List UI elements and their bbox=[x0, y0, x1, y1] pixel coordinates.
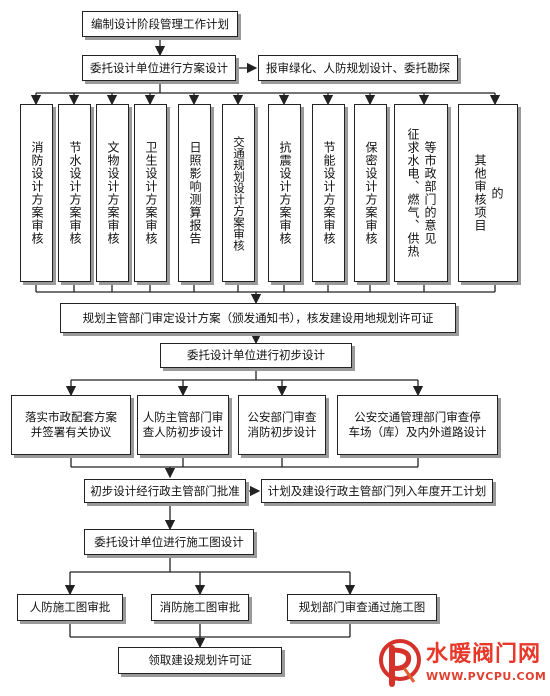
step-planning-approval-label: 规划主管部门审定设计方案（颁发通知书），核发建设用地规划许可证 bbox=[82, 310, 434, 325]
review-water-saving-label: 节水设计方案审核 bbox=[68, 141, 82, 245]
review-municipal-col2: 征求水电、燃气、供热 bbox=[406, 128, 420, 258]
prelim-traffic-police: 公安交通管理部门审查停 车场（库）及内外道路设计 bbox=[337, 395, 498, 455]
review-relics: 文物设计方案审核 bbox=[96, 104, 129, 282]
prelim-civil-defense-line1: 人防主管部门审 bbox=[142, 410, 224, 424]
step-planning-permit-label: 领取建设规划许可证 bbox=[148, 653, 252, 667]
approval-fire-drawing: 消防施工图审批 bbox=[151, 594, 249, 621]
review-water-saving: 节水设计方案审核 bbox=[58, 104, 91, 282]
step-preliminary-design: 委托设计单位进行初步设计 bbox=[160, 343, 352, 368]
review-sunlight-label: 日照影响测算报告 bbox=[188, 141, 202, 245]
step-scheme-side-label: 报审绿化、人防规划设计、委托勘探 bbox=[266, 60, 450, 75]
prelim-traffic-line2: 车场（库）及内外道路设计 bbox=[348, 425, 487, 439]
review-sunlight: 日照影响测算报告 bbox=[178, 104, 211, 282]
step-scheme-design-label: 委托设计单位进行方案设计 bbox=[90, 60, 228, 75]
step-prepare-plan-label: 编制设计阶段管理工作计划 bbox=[91, 16, 229, 31]
review-seismic: 抗震设计方案审核 bbox=[268, 104, 301, 282]
review-confidentiality: 保密设计方案审核 bbox=[354, 104, 387, 282]
review-energy-label: 节能设计方案审核 bbox=[322, 141, 336, 245]
approval-civil-defense-drawing: 人防施工图审批 bbox=[17, 594, 123, 621]
step-construction-drawing: 委托设计单位进行施工图设计 bbox=[84, 529, 254, 555]
review-other-col1: 的 bbox=[490, 186, 504, 200]
review-other: 的 其他审核项目 bbox=[458, 104, 518, 282]
prelim-fire-police-line1: 公安部门审查 bbox=[247, 410, 317, 424]
review-traffic-label: 交通规划设计方案审核 bbox=[232, 135, 246, 251]
step-preliminary-approval: 初步设计经行政主管部门批准 bbox=[84, 479, 246, 503]
step-planning-permit: 领取建设规划许可证 bbox=[118, 647, 282, 674]
review-fire-label: 消防设计方案审核 bbox=[30, 141, 44, 245]
review-sanitation-label: 卫生设计方案审核 bbox=[144, 141, 158, 245]
review-confidentiality-label: 保密设计方案审核 bbox=[364, 141, 378, 245]
watermark-text-block: 水暖阀门网 WWW.PVCPU.COM bbox=[426, 642, 546, 683]
review-municipal-col1: 等市政部门的意见 bbox=[423, 141, 437, 245]
review-sanitation: 卫生设计方案审核 bbox=[134, 104, 167, 282]
review-municipal: 等市政部门的意见 征求水电、燃气、供热 bbox=[394, 104, 448, 282]
step-construction-drawing-label: 委托设计单位进行施工图设计 bbox=[94, 534, 244, 549]
step-scheme-design: 委托设计单位进行方案设计 bbox=[82, 55, 236, 81]
approval-planning-label: 规划部门审查通过施工图 bbox=[298, 600, 426, 614]
step-annual-plan-label: 计划及建设行政主管部门列入年度开工计划 bbox=[267, 483, 487, 498]
approval-civil-defense-label: 人防施工图审批 bbox=[29, 600, 111, 614]
review-traffic: 交通规划设计方案审核 bbox=[222, 104, 255, 282]
prelim-civil-defense: 人防主管部门审 查人防初步设计 bbox=[137, 395, 229, 455]
step-planning-approval: 规划主管部门审定设计方案（颁发通知书），核发建设用地规划许可证 bbox=[60, 303, 456, 333]
watermark-logo-mark bbox=[378, 638, 422, 690]
watermark-url: WWW.PVCPU.COM bbox=[426, 670, 547, 683]
step-preliminary-design-label: 委托设计单位进行初步设计 bbox=[187, 348, 325, 362]
step-annual-plan: 计划及建设行政主管部门列入年度开工计划 bbox=[261, 479, 493, 503]
approval-planning-drawing: 规划部门审查通过施工图 bbox=[287, 594, 437, 621]
review-relics-label: 文物设计方案审核 bbox=[106, 141, 120, 245]
review-seismic-label: 抗震设计方案审核 bbox=[278, 141, 292, 245]
review-municipal-text: 等市政部门的意见 征求水电、燃气、供热 bbox=[405, 128, 437, 258]
review-fire: 消防设计方案审核 bbox=[20, 104, 53, 282]
review-other-col2: 其他审核项目 bbox=[473, 154, 487, 232]
approval-fire-label: 消防施工图审批 bbox=[159, 600, 241, 614]
watermark-brand: 水暖阀门网 bbox=[426, 642, 542, 667]
prelim-civil-defense-line2: 查人防初步设计 bbox=[142, 425, 224, 439]
prelim-municipal-line2: 并签署有关协议 bbox=[30, 425, 112, 439]
prelim-fire-police: 公安部门审查 消防初步设计 bbox=[238, 395, 326, 455]
review-energy: 节能设计方案审核 bbox=[312, 104, 345, 282]
step-preliminary-approval-label: 初步设计经行政主管部门批准 bbox=[90, 483, 240, 498]
prelim-municipal-line1: 落实市政配套方案 bbox=[25, 410, 117, 424]
watermark-p-icon bbox=[379, 639, 421, 687]
prelim-fire-police-line2: 消防初步设计 bbox=[247, 425, 317, 439]
prelim-traffic-line1: 公安交通管理部门审查停 bbox=[354, 410, 481, 424]
review-other-text: 的 其他审核项目 bbox=[472, 154, 504, 232]
prelim-municipal-supporting: 落实市政配套方案 并签署有关协议 bbox=[11, 395, 131, 455]
step-prepare-plan: 编制设计阶段管理工作计划 bbox=[82, 11, 238, 37]
step-scheme-side-note: 报审绿化、人防规划设计、委托勘探 bbox=[258, 55, 458, 81]
